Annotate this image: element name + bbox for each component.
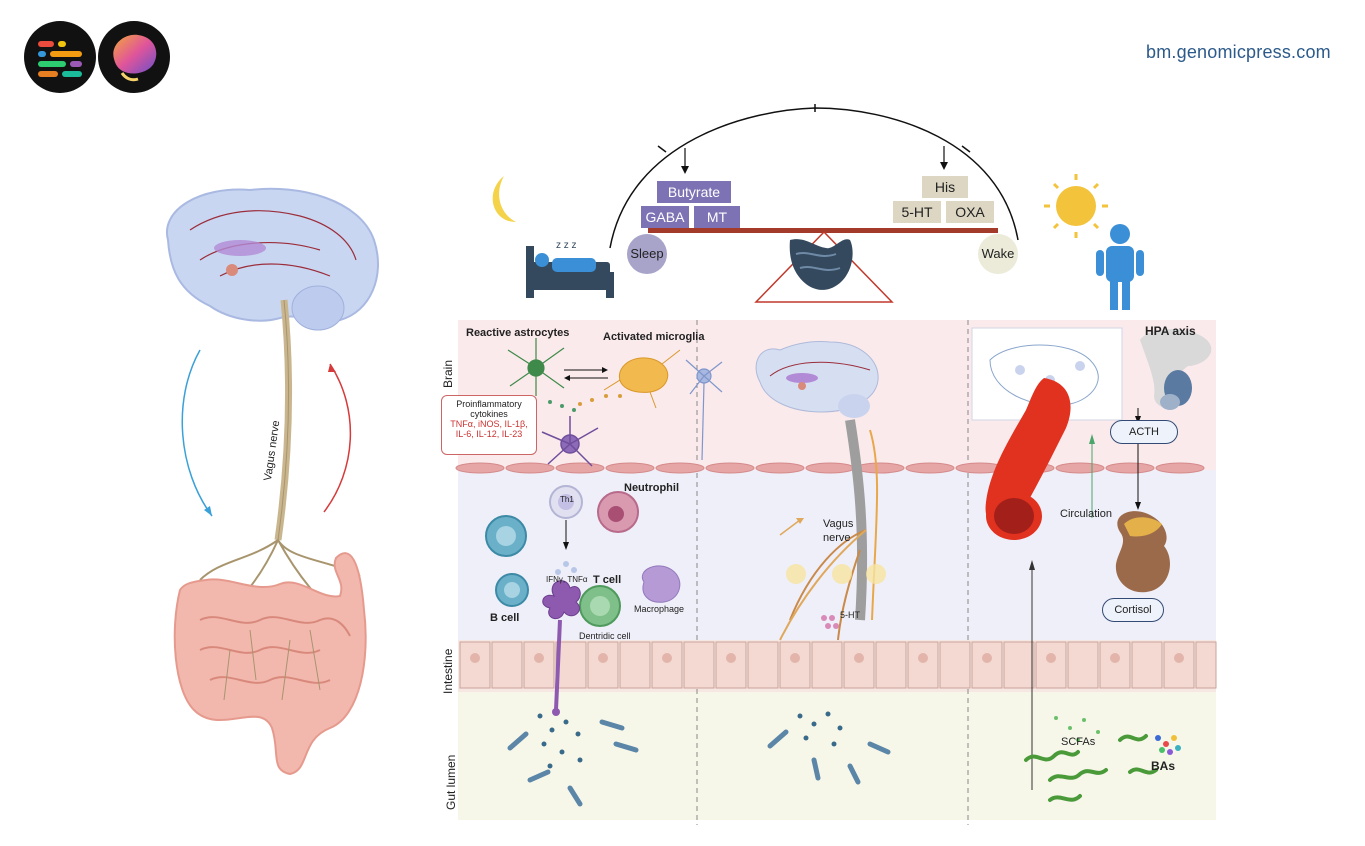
genomic-press-logo [24,21,96,93]
mt-box: MT [694,206,740,228]
his-box: His [922,176,968,198]
serotonin-label: 5-HT [840,610,860,620]
scfas-label: SCFAs [1061,736,1096,748]
b-cell-label: B cell [490,612,520,624]
cytokines-line2: IL-6, IL-12, IL-23 [455,429,523,439]
cytokines-line1: TNFα, iNOS, IL-1β, [450,419,528,429]
bas-label: BAs [1151,759,1176,773]
neutrophil-label: Neutrophil [624,482,679,494]
t-cell-label: T cell [593,574,622,586]
cytokines-title: Proinflammatory cytokines [456,399,522,419]
mechanism-panels [455,320,1217,825]
acth-pill: ACTH [1110,420,1178,444]
gut-lumen-band-label: Gut lumen [444,754,458,810]
reactive-astrocytes-label: Reactive astrocytes [466,327,570,339]
cortisol-pill: Cortisol [1102,598,1164,622]
dendritic-cell-label: Dentridic cell [579,631,631,641]
oxa-box: OXA [946,201,994,223]
site-url[interactable]: bm.genomicpress.com [1146,42,1331,62]
butyrate-box: Butyrate [657,181,731,203]
sleep-circle: Sleep [627,234,667,274]
hpa-axis-label: HPA axis [1145,324,1196,338]
brain-gut-axis-illustration [165,187,379,776]
gut-lumen-band [458,692,1216,820]
activated-microglia-label: Activated microglia [603,331,705,343]
circulation-label: Circulation [1060,508,1112,520]
brain-band-label: Brain [441,359,455,388]
macrophage-label: Macrophage [634,604,685,614]
ifn-label: IFNγ, TNFα [546,575,588,584]
vagus-label-line1: Vagus [823,518,854,530]
gaba-box: GABA [641,206,689,228]
th1-label: Th1 [560,495,574,504]
svg-text:z z z: z z z [556,240,577,251]
brain-medicine-logo [98,21,170,93]
wake-circle: Wake [978,234,1018,274]
serotonin-box: 5-HT [893,201,941,223]
vagus-label-line2: nerve [823,532,851,544]
sleep-wake-balance: z z z [492,104,1144,310]
intestine-band-label: Intestine [441,648,455,694]
cytokines-box: Proinflammatory cytokines TNFα, iNOS, IL… [441,395,537,455]
